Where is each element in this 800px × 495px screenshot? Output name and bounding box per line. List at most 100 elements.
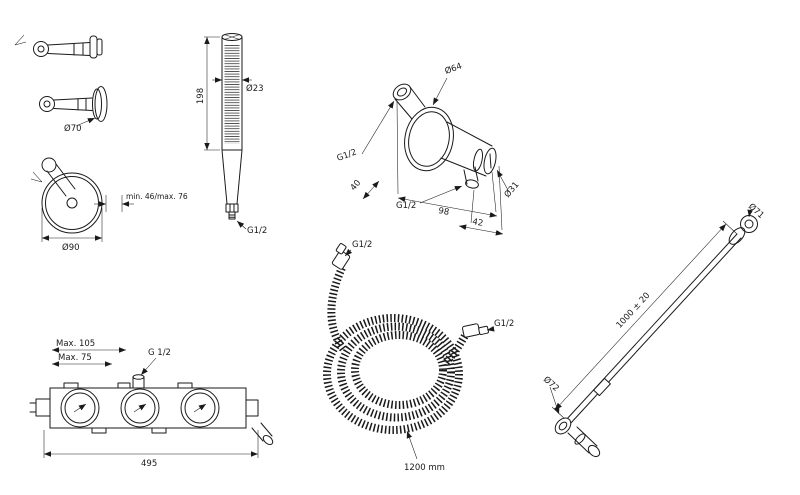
spout-end-cap: [587, 444, 601, 458]
wand-thread-stub: [228, 211, 236, 220]
dim-thread-g12: G1/2: [236, 220, 267, 236]
dim-dia64: Ø64: [432, 60, 463, 106]
angle-tick-icon: [14, 34, 27, 46]
thread-label: G1/2: [247, 226, 267, 236]
lever-knob: [39, 96, 55, 112]
bottom-flange-hub: [558, 421, 568, 431]
dim-1000: 1000 ± 20: [551, 220, 738, 421]
dim-thread-top: G1/2: [344, 240, 372, 257]
rosette-outer: [41, 172, 103, 234]
cap-slot: [489, 153, 492, 169]
top-port-neck: [132, 376, 145, 389]
body-lug: [117, 382, 131, 389]
left-inlet-stub: [35, 398, 51, 417]
hose-bar-edge: [565, 233, 738, 421]
dim-42-label: 42: [471, 217, 483, 229]
rosette-ring: [45, 176, 99, 230]
dim-dia90: Ø90: [41, 208, 103, 253]
body-lug: [63, 382, 79, 389]
dim-40-label: 40: [349, 178, 364, 193]
lever-arm: [46, 163, 76, 197]
body-lug: [91, 427, 107, 434]
wall-nut: [392, 83, 412, 101]
dim-1200mm: 1200 mm: [404, 430, 445, 473]
dim-42: 42: [458, 165, 504, 236]
flange-inner: [408, 111, 450, 167]
dim-thread-g12: G 1/2: [140, 348, 171, 376]
top-port: [132, 374, 145, 380]
right-outlet-stub: [245, 399, 259, 417]
wall-nut-hole: [396, 87, 408, 97]
hose-coil-loop: [351, 331, 447, 409]
dim-dia31: Ø31: [496, 169, 522, 200]
dim-dia31-label: Ø31: [502, 179, 522, 199]
hose-fitting-top: [331, 243, 351, 270]
tube-end-cap: [483, 147, 497, 175]
dim-max105-label: Max. 105: [56, 339, 95, 349]
hose-fitting-end: [462, 323, 489, 338]
mixer-trim-front-view: min. 46/max. 76 Ø90: [30, 157, 188, 253]
thread-hose-label: G1/2: [396, 201, 416, 211]
lever-knob-hub: [43, 100, 51, 108]
hose-thread-top-label: G1/2: [352, 240, 372, 250]
head-knob: [740, 215, 758, 233]
dim-198: 198: [196, 36, 220, 151]
thread-wall-label: G1/2: [336, 147, 358, 163]
hose-stub-cap: [465, 179, 479, 189]
dim-dia23: Ø23: [212, 77, 264, 94]
head-knob-hub: [744, 219, 754, 229]
wall-elbow-drawing: Ø64 G1/2 40 98 G1/2 Ø31 42: [336, 60, 522, 236]
dim-thread-end: G1/2: [486, 319, 514, 332]
lever-body: [53, 97, 93, 111]
spout-ring: [574, 433, 586, 445]
right-elbow-cap: [262, 434, 274, 446]
trim-flange: [89, 35, 98, 59]
dim-depth-range: min. 46/max. 76: [94, 192, 188, 212]
dim-98: 98: [396, 101, 498, 218]
body-lug: [177, 382, 193, 389]
bar-nut: [593, 377, 611, 397]
hose-length-label: 1200 mm: [404, 463, 445, 473]
lever-body: [47, 42, 91, 56]
escutcheon-outer: [94, 86, 108, 122]
spray-ribs: [224, 44, 240, 144]
dim-40: 40: [349, 178, 380, 200]
valve-port-1: [60, 388, 100, 428]
hose-coil-loop: [323, 314, 463, 434]
mixer-trim-side-view-1: [14, 34, 103, 59]
outlet-hose-drawing: Ø71 1000 ± 20 Ø72: [541, 201, 766, 458]
dim-thread-hose: G1/2: [396, 185, 463, 211]
dim-198-label: 198: [196, 88, 206, 104]
elbow-tube: [440, 121, 493, 177]
body-lug: [151, 427, 167, 434]
hose-thread-end-label: G1/2: [494, 319, 514, 329]
wall-stub: [394, 86, 426, 120]
concealed-mixer-drawing: Max. 105 Max. 75 G 1/2: [29, 339, 274, 469]
hand-shower-drawing: 198 Ø23 G1/2: [196, 33, 267, 236]
dim-max105: Max. 105: [52, 339, 126, 353]
tube-collar: [472, 148, 484, 172]
flange-outer: [404, 106, 454, 172]
left-inlet-thread: [29, 402, 37, 413]
dim-dia70-label: Ø70: [64, 123, 82, 134]
wand-body: [221, 36, 243, 205]
lever-knob: [33, 41, 49, 57]
wand-nut: [225, 203, 239, 213]
dim-dia70: Ø70: [64, 117, 96, 134]
hose-coil-loop: [337, 322, 455, 422]
dim-dia72: Ø72: [541, 374, 561, 415]
angle-tick-icon: [30, 171, 43, 183]
cross-mark-icon: [224, 34, 240, 40]
dim-dia64-label: Ø64: [443, 60, 463, 76]
dim-thread-wall: G1/2: [336, 100, 395, 164]
lever-knob-hub: [37, 45, 45, 53]
bottom-flange: [554, 417, 572, 435]
dim-max75-label: Max. 75: [58, 353, 92, 363]
mixer-trim-side-view-2: Ø70: [39, 86, 108, 134]
mixer-thread-label: G 1/2: [148, 348, 171, 358]
valve-port-3: [180, 388, 220, 428]
dim-dia90-label: Ø90: [62, 242, 80, 253]
right-elbow: [251, 422, 273, 442]
hose-bar-edge: [569, 237, 742, 425]
